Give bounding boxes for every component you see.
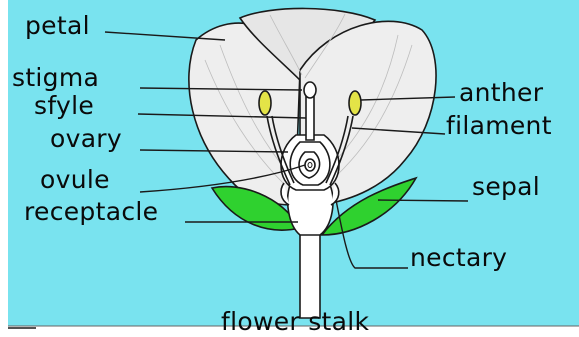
- label-petal: petal: [25, 11, 90, 40]
- style: [306, 96, 314, 140]
- ovule: [305, 159, 315, 171]
- label-flower-stalk: flower stalk: [221, 307, 369, 336]
- label-filament: filament: [446, 111, 552, 140]
- anther-left: [259, 91, 271, 115]
- anther-right: [349, 91, 361, 115]
- receptacle: [288, 185, 333, 235]
- label-receptacle: receptacle: [24, 197, 158, 226]
- flower-stalk: [300, 232, 320, 318]
- label-ovule: ovule: [40, 165, 110, 194]
- label-sepal: sepal: [472, 172, 540, 201]
- label-anther: anther: [459, 78, 544, 107]
- label-ovary: ovary: [50, 124, 122, 153]
- label-style: sfyle: [34, 91, 94, 120]
- stigma: [304, 82, 316, 98]
- leader-sepal: [378, 200, 468, 201]
- label-nectary: nectary: [410, 243, 507, 272]
- label-stigma: stigma: [12, 63, 99, 92]
